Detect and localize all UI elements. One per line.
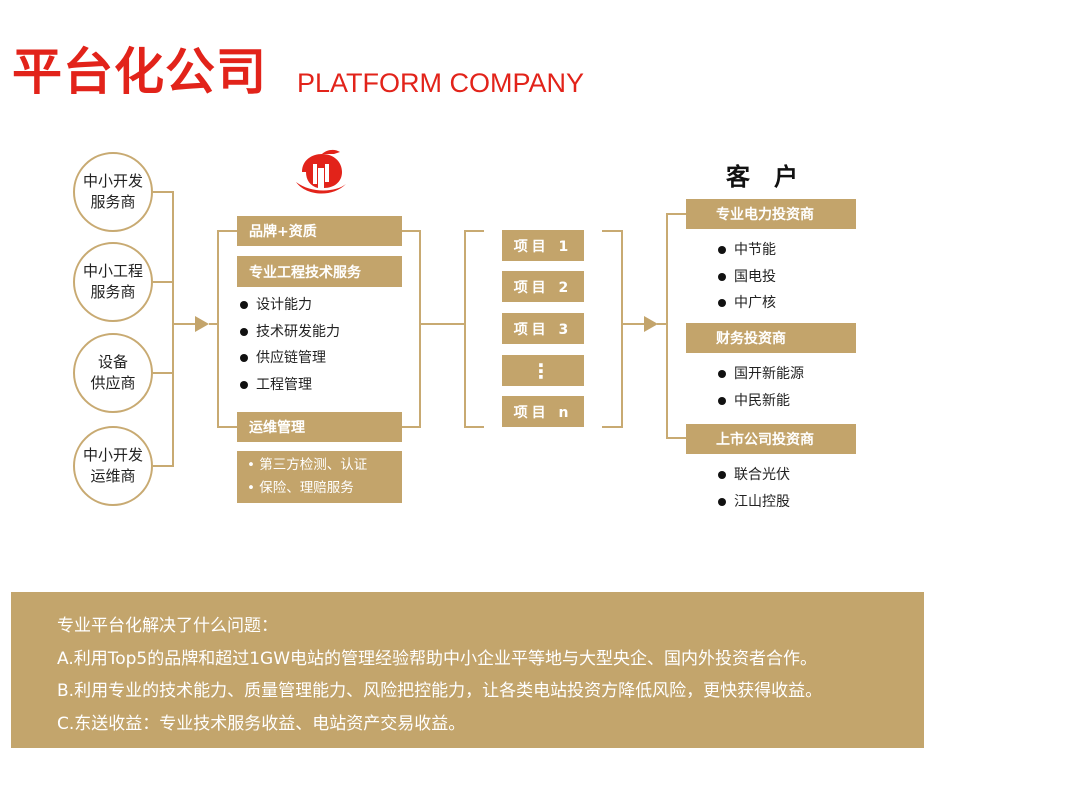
partner-label: 中小开发 bbox=[82, 446, 143, 464]
partner-label: 中小开发 bbox=[82, 172, 143, 190]
bracket-line bbox=[621, 230, 623, 428]
engineering-item: 技术研发能力 bbox=[240, 323, 340, 341]
engineering-item: 工程管理 bbox=[240, 376, 312, 394]
project-box: 项目 1 bbox=[502, 230, 584, 261]
bracket-line bbox=[419, 230, 421, 428]
connector-line bbox=[657, 323, 667, 325]
engineering-box: 专业工程技术服务 bbox=[237, 256, 402, 287]
partner-circle: 中小开发服务商 bbox=[73, 152, 153, 232]
customer-group-title: 专业电力投资商 bbox=[686, 199, 856, 229]
summary-line: C.东送收益：专业技术服务收益、电站资产交易收益。 bbox=[57, 713, 466, 734]
om-item-label: 保险、理赔服务 bbox=[259, 480, 354, 496]
bracket-line bbox=[217, 230, 219, 427]
customer-item: 联合光伏 bbox=[718, 466, 790, 484]
partner-label: 服务商 bbox=[90, 283, 136, 301]
connector-line bbox=[209, 323, 218, 325]
project-box: 项目 3 bbox=[502, 313, 584, 344]
bracket-line bbox=[217, 230, 237, 232]
summary-line: B.利用专业的技术能力、质量管理能力、风险把控能力，让各类电站投资方降低风险，更… bbox=[57, 681, 823, 701]
partner-circle: 设备供应商 bbox=[73, 333, 153, 413]
customer-group-title: 上市公司投资商 bbox=[686, 424, 856, 454]
page-subtitle: PLATFORM COMPANY bbox=[297, 68, 585, 98]
partner-circle: 中小开发运维商 bbox=[73, 426, 153, 506]
connector-line bbox=[172, 191, 174, 467]
arrow-right-icon bbox=[195, 316, 209, 332]
bracket-line bbox=[402, 426, 420, 428]
connector-line bbox=[153, 191, 173, 193]
bracket-line bbox=[464, 426, 484, 428]
bracket-line bbox=[602, 230, 622, 232]
customer-item: 中民新能 bbox=[718, 392, 790, 410]
bracket-line bbox=[402, 230, 420, 232]
partner-label: 运维商 bbox=[90, 467, 136, 485]
summary-panel: 专业平台化解决了什么问题： A.利用Top5的品牌和超过1GW电站的管理经验帮助… bbox=[11, 592, 924, 748]
bracket-line bbox=[602, 426, 622, 428]
customers-title: 客 户 bbox=[726, 163, 798, 191]
connector-line bbox=[666, 213, 686, 215]
summary-line: A.利用Top5的品牌和超过1GW电站的管理经验帮助中小企业平等地与大型央企、国… bbox=[57, 648, 818, 669]
summary-heading: 专业平台化解决了什么问题： bbox=[57, 616, 278, 636]
bracket-line bbox=[464, 230, 484, 232]
customer-item: 江山控股 bbox=[718, 493, 790, 511]
connector-line bbox=[153, 465, 173, 467]
om-item: • 第三方检测、认证 bbox=[247, 457, 368, 473]
connector-line bbox=[153, 281, 173, 283]
connector-line bbox=[666, 213, 668, 439]
brand-box: 品牌+资质 bbox=[237, 216, 402, 246]
partner-circle: 中小工程服务商 bbox=[73, 242, 153, 322]
connector-line bbox=[153, 372, 173, 374]
bracket-line bbox=[217, 426, 237, 428]
partner-label: 供应商 bbox=[90, 374, 136, 392]
bracket-line bbox=[464, 230, 466, 428]
om-item: • 保险、理赔服务 bbox=[247, 480, 354, 496]
customer-item: 中广核 bbox=[718, 294, 776, 312]
connector-line bbox=[172, 323, 196, 325]
partner-label: 中小工程 bbox=[82, 262, 143, 280]
connector-line bbox=[621, 323, 645, 325]
customer-item: 国电投 bbox=[718, 268, 776, 286]
connector-line bbox=[419, 323, 465, 325]
engineering-item: 设计能力 bbox=[240, 296, 312, 314]
connector-line bbox=[666, 437, 686, 439]
customer-item: 国开新能源 bbox=[718, 365, 804, 383]
arrow-right-icon bbox=[644, 316, 658, 332]
project-ellipsis: ⋮ bbox=[502, 355, 584, 386]
om-box: 运维管理 bbox=[237, 412, 402, 442]
om-services-box: • 第三方检测、认证 • 保险、理赔服务 bbox=[237, 451, 402, 503]
engineering-item: 供应链管理 bbox=[240, 349, 326, 367]
project-box: 项目 2 bbox=[502, 271, 584, 302]
project-box: 项目 n bbox=[502, 396, 584, 427]
logo-icon bbox=[296, 149, 346, 194]
partner-label: 设备 bbox=[97, 353, 128, 371]
page-title: 平台化公司 bbox=[12, 43, 267, 101]
customer-item: 中节能 bbox=[718, 241, 776, 259]
partner-label: 服务商 bbox=[90, 193, 136, 211]
customer-group-title: 财务投资商 bbox=[686, 323, 856, 353]
om-item-label: 第三方检测、认证 bbox=[259, 457, 368, 473]
